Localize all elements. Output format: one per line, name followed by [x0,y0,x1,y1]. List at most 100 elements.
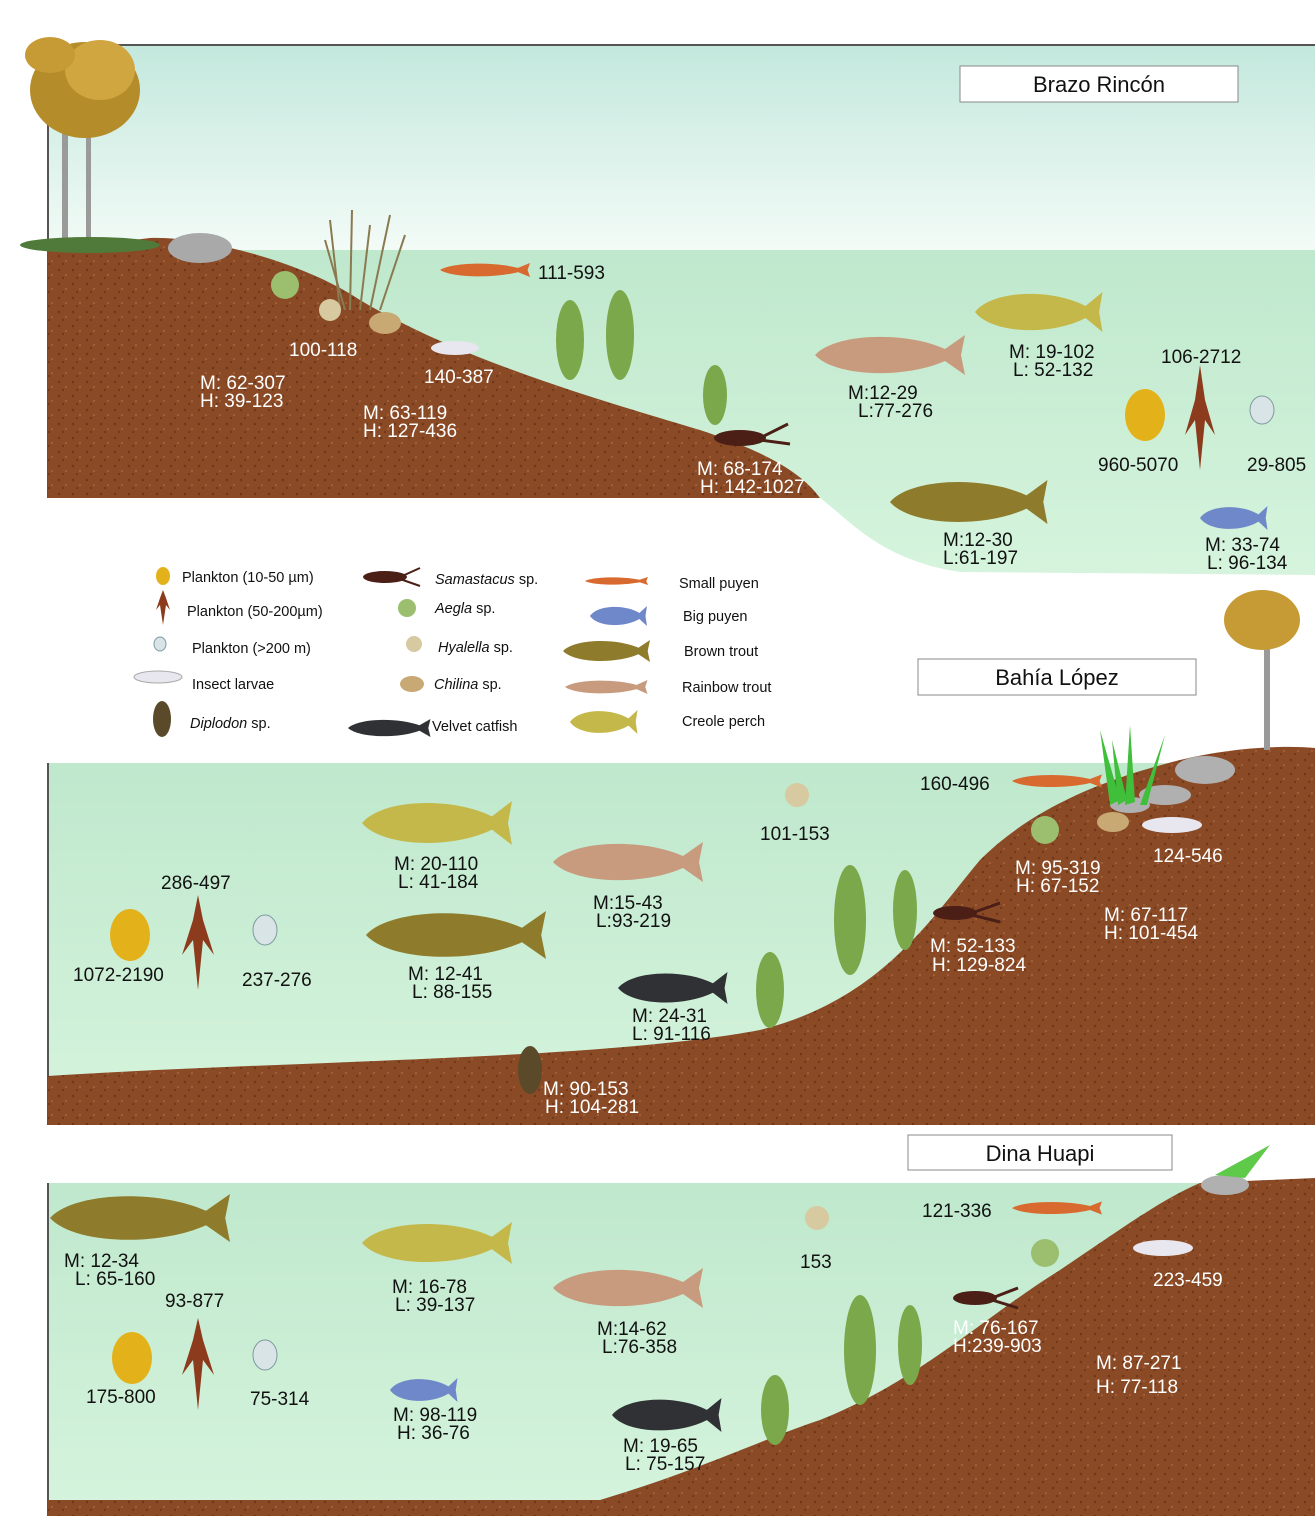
value-label: 237-276 [242,970,312,991]
panel-dina-huapi: Dina Huapi 121-336 153 223-459 M: 12-34 … [48,1135,1315,1516]
value-label: H:239-903 [953,1336,1042,1357]
value-label: L: 88-155 [412,982,492,1003]
plankton-small-icon [110,909,150,961]
value-label: 160-496 [920,774,990,795]
value-label: L: 75-157 [625,1454,705,1475]
hyalella-icon [785,783,809,807]
legend-label: Plankton (10-50 µm) [182,570,314,586]
value-label: 1072-2190 [73,965,164,986]
value-label: 106-2712 [1161,347,1241,368]
legend-label: Hyalella sp. [438,640,513,656]
value-label: H: 39-123 [200,391,283,412]
hyalella-icon [319,299,341,321]
value-label: 101-153 [760,824,830,845]
value-label: 223-459 [1153,1270,1223,1291]
value-label: H: 142-1027 [700,477,805,498]
value-label: 29-805 [1247,455,1306,476]
legend-label: Chilina sp. [434,677,502,693]
legend-label: Small puyen [679,576,759,592]
brown-trout-icon [563,640,650,662]
panel-title: Dina Huapi [986,1141,1095,1166]
value-label: L:76-358 [602,1337,677,1358]
insect-larvae-icon [134,671,182,683]
legend-label: Brown trout [684,644,758,660]
aegla-icon [398,599,416,617]
value-label: L: 39-137 [395,1295,475,1316]
value-label: L: 41-184 [398,872,479,893]
value-label: 286-497 [161,873,231,894]
chilina-icon [1097,812,1129,832]
legend-label: Velvet catfish [432,719,517,735]
value-label: 124-546 [1153,846,1223,867]
velvet-catfish-icon [348,719,431,737]
chilina-icon [369,312,401,334]
value-label: H: 127-436 [363,421,457,442]
plankton-small-icon [112,1332,152,1384]
panel-title: Brazo Rincón [1033,72,1165,97]
hyalella-icon [805,1206,829,1230]
plankton-large-icon [154,637,166,651]
value-label: 111-593 [538,263,605,284]
aegla-icon [1031,1239,1059,1267]
panel-title: Bahía López [995,665,1119,690]
legend: Plankton (10-50 µm) Plankton (50-200µm) … [134,567,771,737]
plankton-small-icon [156,567,170,585]
value-label: 100-118 [289,340,357,361]
plankton-small-icon [1125,389,1165,441]
value-label: L: 96-134 [1207,553,1288,574]
value-label: L:77-276 [858,401,933,422]
value-label: L:93-219 [596,911,671,932]
value-label: 75-314 [250,1389,310,1410]
panel-brazo-rincon: Brazo Rincón 111-593 100-118 M: 62-307 H… [20,37,1315,575]
value-label: M: 52-133 [930,936,1016,957]
insect-larvae-icon [1133,1240,1193,1256]
legend-label: Rainbow trout [682,680,771,696]
legend-label: Creole perch [682,714,765,730]
value-label: H: 101-454 [1104,923,1198,944]
value-label: M: 87-271 [1096,1353,1182,1374]
legend-label: Insect larvae [192,677,274,693]
panel-bahia-lopez: Bahía López 160-496 101-153 124-546 M: 9… [48,590,1315,1125]
small-puyen-icon [585,577,648,585]
big-puyen-icon [590,606,647,626]
value-label: 140-387 [424,367,494,388]
insect-larvae-icon [1142,817,1202,833]
legend-label: Plankton (>200 m) [192,641,311,657]
value-label: L:61-197 [943,548,1018,569]
rainbow-trout-icon [565,680,648,694]
value-label: H: 77-118 [1096,1377,1178,1398]
value-label: H: 104-281 [545,1097,639,1118]
creole-perch-icon [570,710,638,734]
plankton-large-icon [1250,396,1274,424]
legend-label: Big puyen [683,609,748,625]
plankton-medium-icon [156,590,170,625]
value-label: H: 129-824 [932,955,1026,976]
value-label: 121-336 [922,1201,992,1222]
legend-label: Aegla sp. [434,601,495,617]
legend-label: Samastacus sp. [435,572,538,588]
plankton-large-icon [253,1340,277,1370]
chilina-icon [400,676,424,692]
value-label: H: 67-152 [1016,876,1099,897]
value-label: H: 36-76 [397,1423,470,1444]
rock-icon [1201,1175,1249,1195]
rock-icon [168,233,232,263]
insect-larvae-icon [431,341,479,355]
aegla-icon [271,271,299,299]
value-label: 960-5070 [1098,455,1178,476]
diplodon-icon [153,701,171,737]
samastacus-icon [363,568,420,586]
aegla-icon [1031,816,1059,844]
legend-label: Plankton (50-200µm) [187,604,323,620]
legend-label: Diplodon sp. [190,716,271,732]
value-label: L: 91-116 [632,1024,711,1045]
plankton-large-icon [253,915,277,945]
value-label: 153 [800,1252,832,1273]
value-label: L: 52-132 [1013,360,1093,381]
hyalella-icon [406,636,422,652]
tree-icon [1224,590,1300,750]
value-label: L: 65-160 [75,1269,155,1290]
value-label: 175-800 [86,1387,156,1408]
value-label: 93-877 [165,1291,224,1312]
